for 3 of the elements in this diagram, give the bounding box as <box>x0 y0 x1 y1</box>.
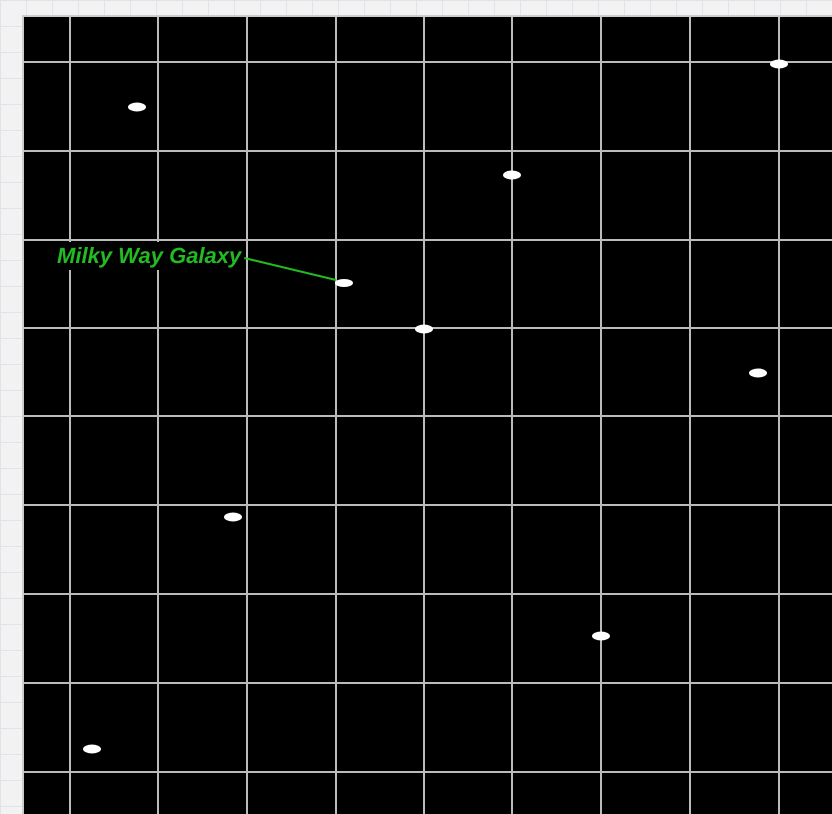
leader-line <box>244 257 336 281</box>
galaxy-dot <box>334 278 354 288</box>
galaxy-label: Milky Way Galaxy <box>54 242 244 270</box>
